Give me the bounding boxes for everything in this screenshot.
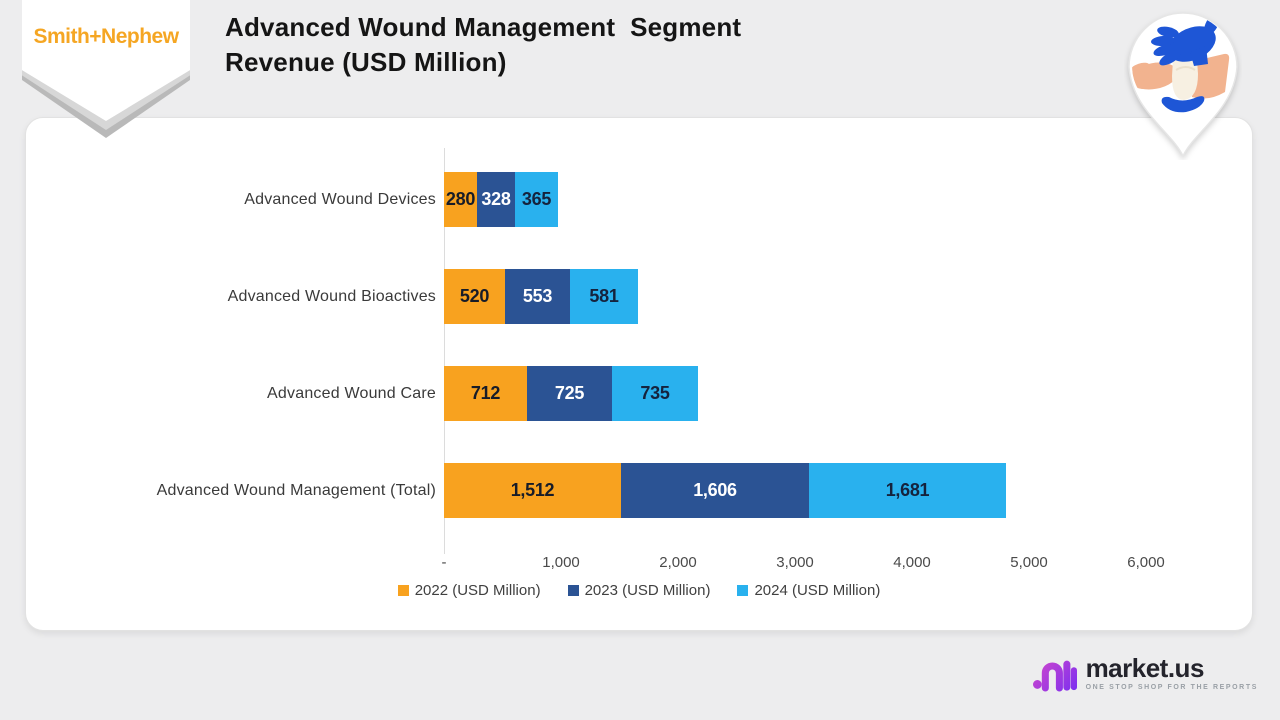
category-label: Advanced Wound Management (Total) (156, 481, 436, 499)
bar-segment: 712 (444, 366, 527, 421)
bar-segment: 1,606 (621, 463, 809, 518)
wound-care-hands-icon (1128, 12, 1238, 158)
bar-segment: 735 (612, 366, 698, 421)
wound-care-pin-badge (1124, 4, 1242, 160)
bar-value-label: 365 (521, 189, 552, 209)
legend-item: 2022 (USD Million) (397, 582, 541, 599)
title-line-2: Revenue (USD Million) (225, 47, 507, 77)
bar-segment: 1,681 (809, 463, 1006, 518)
bar-value-label: 725 (554, 383, 585, 403)
market-us-logo-text: market.us (1085, 653, 1205, 683)
legend-item: 2023 (USD Million) (567, 582, 711, 599)
bar-value-label: 553 (522, 286, 553, 306)
category-label: Advanced Wound Care (267, 384, 436, 402)
bar-stack: 1,512 1,606 1,681 (444, 463, 1006, 518)
market-us-logo-mark-icon (1032, 660, 1077, 692)
bar-stack: 520 553 581 (444, 269, 638, 324)
bar-value-label: 328 (481, 189, 511, 209)
bar-segment: 553 (505, 269, 570, 324)
category-label: Advanced Wound Devices (244, 190, 436, 208)
market-us-logo: market.us ONE STOP SHOP FOR THE REPORTS (1032, 650, 1258, 696)
legend-swatch-icon (737, 585, 749, 596)
bar-segment: 328 (477, 172, 515, 227)
legend-label: 2024 (USD Million) (754, 582, 881, 599)
legend-label: 2022 (USD Million) (414, 582, 541, 599)
x-axis-tick-label: - (441, 554, 447, 571)
smith-nephew-logo-text: Smith+Nephew (33, 25, 179, 48)
bar-value-label: 735 (640, 383, 670, 403)
legend-label: 2023 (USD Million) (584, 582, 711, 599)
bar-segment: 725 (527, 366, 612, 421)
bar-value-label: 520 (459, 286, 490, 306)
title-line-1: Advanced Wound Management Segment (225, 12, 742, 42)
x-axis-tick-label: 6,000 (1127, 554, 1165, 571)
bar-value-label: 1,681 (885, 480, 930, 500)
bar-value-label: 1,512 (510, 480, 555, 500)
bar-value-label: 712 (470, 383, 501, 403)
legend-swatch-icon (397, 585, 409, 596)
x-axis-tick-label: 5,000 (1010, 554, 1048, 571)
x-axis-tick-label: 4,000 (893, 554, 931, 571)
chart-legend: 2022 (USD Million) 2023 (USD Million) 2024… (26, 582, 1252, 599)
category-label: Advanced Wound Bioactives (227, 287, 436, 305)
bar-segment: 280 (444, 172, 477, 227)
bar-row: Advanced Wound Care 712 725 735 (26, 366, 1252, 421)
bar-segment: 581 (570, 269, 638, 324)
smith-nephew-badge: Smith+Nephew (22, 0, 190, 140)
bar-value-label: 581 (589, 286, 619, 306)
bar-value-label: 1,606 (693, 480, 737, 500)
bar-stack: 712 725 735 (444, 366, 698, 421)
bar-segment: 520 (444, 269, 505, 324)
x-axis-tick-label: 1,000 (542, 554, 580, 571)
page-title: Advanced Wound Management Segment Revenu… (225, 10, 741, 80)
x-axis-tick-label: 3,000 (776, 554, 814, 571)
legend-item: 2024 (USD Million) (737, 582, 880, 599)
bar-segment: 1,512 (444, 463, 621, 518)
bar-segment: 365 (515, 172, 558, 227)
legend-swatch-icon (567, 585, 579, 596)
y-axis-line (444, 148, 445, 554)
market-us-tagline: ONE STOP SHOP FOR THE REPORTS (1085, 684, 1258, 691)
bar-row: Advanced Wound Bioactives 520 553 581 (26, 269, 1252, 324)
bar-value-label: 280 (445, 189, 476, 209)
x-axis-tick-label: 2,000 (659, 554, 697, 571)
